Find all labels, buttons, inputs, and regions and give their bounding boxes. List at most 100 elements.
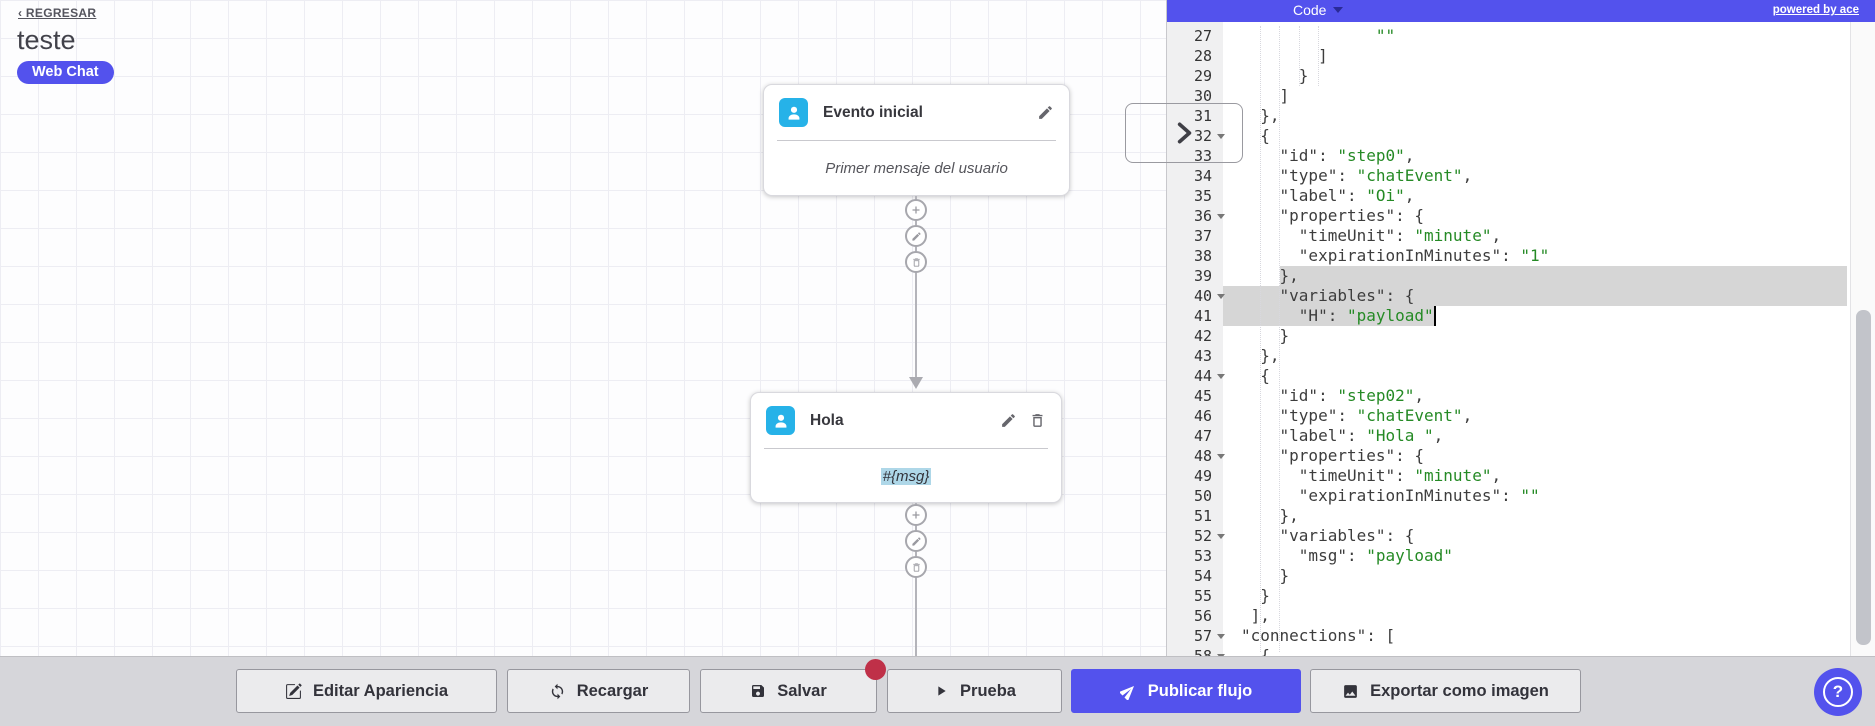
code-line[interactable]: ]: [1318, 46, 1328, 65]
salvar-button[interactable]: Salvar: [700, 659, 886, 713]
delete-connection-button[interactable]: [905, 556, 927, 578]
editor-scrollbar[interactable]: [1850, 22, 1875, 656]
flow-node-hola[interactable]: Hola #{msg}: [750, 392, 1062, 503]
collapse-code-panel-button[interactable]: [1125, 103, 1243, 163]
code-line[interactable]: "properties": {: [1279, 446, 1425, 465]
line-number[interactable]: 37: [1193, 227, 1212, 245]
line-number[interactable]: 34: [1193, 167, 1212, 185]
code-line[interactable]: },: [1260, 106, 1280, 125]
code-line[interactable]: "label": "Hola ",: [1279, 426, 1444, 445]
line-number[interactable]: 47: [1193, 427, 1212, 445]
line-number[interactable]: 30: [1193, 87, 1212, 105]
code-line[interactable]: }: [1298, 66, 1309, 85]
line-number[interactable]: 27: [1193, 27, 1212, 45]
code-line[interactable]: "connections": [: [1241, 626, 1396, 645]
edit-connection-button[interactable]: [905, 225, 927, 247]
fold-toggle-icon[interactable]: [1217, 214, 1225, 219]
flow-canvas[interactable]: ‹ REGRESAR teste Web Chat Evento inicial…: [0, 0, 1166, 726]
line-number[interactable]: 39: [1193, 267, 1212, 285]
line-number[interactable]: 28: [1193, 47, 1212, 65]
line-number[interactable]: 51: [1193, 507, 1212, 525]
add-step-button[interactable]: [905, 504, 927, 526]
line-number[interactable]: 48: [1193, 447, 1212, 465]
publicar-flujo-button[interactable]: Publicar flujo: [1071, 669, 1301, 713]
code-line[interactable]: }: [1279, 566, 1290, 585]
delete-node-icon[interactable]: [1029, 412, 1046, 429]
delete-connection-button[interactable]: [905, 251, 927, 273]
code-line[interactable]: "msg": "payload": [1298, 546, 1453, 565]
line-number[interactable]: 35: [1193, 187, 1212, 205]
line-number[interactable]: 31: [1193, 107, 1212, 125]
code-line[interactable]: },: [1279, 266, 1299, 285]
fold-toggle-icon[interactable]: [1217, 374, 1225, 379]
add-step-button[interactable]: [905, 199, 927, 221]
code-line[interactable]: {: [1260, 126, 1270, 145]
flow-node-evento-inicial[interactable]: Evento inicial Primer mensaje del usuari…: [763, 84, 1070, 196]
fold-toggle-icon[interactable]: [1217, 634, 1225, 639]
scrollbar-thumb[interactable]: [1856, 310, 1871, 645]
channel-badge: Web Chat: [17, 61, 114, 84]
line-number[interactable]: 53: [1193, 547, 1212, 565]
json-code-editor[interactable]: 27 28 29 30 31 32 33 34 35 36 37 38 39 40 41 42 43 44 45 46…: [1167, 22, 1875, 656]
exportar-como-imagen-button[interactable]: Exportar como imagen: [1310, 669, 1581, 713]
line-number-gutter[interactable]: 27 28 29 30 31 32 33 34 35 36 37 38 39 40 41 42 43 44 45 46…: [1167, 22, 1225, 656]
code-line[interactable]: "timeUnit": "minute",: [1298, 466, 1502, 485]
edit-node-icon[interactable]: [1037, 104, 1054, 121]
code-line[interactable]: {: [1260, 366, 1270, 385]
line-number[interactable]: 33: [1193, 147, 1212, 165]
line-number[interactable]: 40: [1193, 287, 1212, 305]
line-number[interactable]: 57: [1193, 627, 1212, 645]
code-line[interactable]: "timeUnit": "minute",: [1298, 226, 1502, 245]
line-number[interactable]: 32: [1193, 127, 1212, 145]
help-button[interactable]: ?: [1814, 668, 1862, 716]
line-number[interactable]: 36: [1193, 207, 1212, 225]
code-line[interactable]: "id": "step0",: [1279, 146, 1415, 165]
edit-node-icon[interactable]: [1000, 412, 1017, 429]
code-mode-dropdown[interactable]: Code: [1293, 2, 1344, 18]
code-line[interactable]: "variables": {: [1279, 526, 1415, 545]
code-line[interactable]: }: [1260, 586, 1270, 605]
line-number[interactable]: 52: [1193, 527, 1212, 545]
code-line[interactable]: "id": "step02",: [1279, 386, 1425, 405]
code-line[interactable]: "label": "Oi",: [1279, 186, 1415, 205]
code-line[interactable]: }: [1279, 326, 1290, 345]
line-number[interactable]: 49: [1193, 467, 1212, 485]
code-line[interactable]: "expirationInMinutes": "": [1298, 486, 1540, 505]
code-line[interactable]: "H": "payload": [1298, 306, 1436, 326]
code-line[interactable]: "variables": {: [1279, 286, 1415, 305]
code-line[interactable]: "": [1375, 26, 1396, 45]
line-number[interactable]: 55: [1193, 587, 1212, 605]
fold-toggle-icon[interactable]: [1217, 534, 1225, 539]
code-line[interactable]: "type": "chatEvent",: [1279, 166, 1473, 185]
code-line[interactable]: },: [1279, 506, 1299, 525]
line-number[interactable]: 45: [1193, 387, 1212, 405]
code-line[interactable]: },: [1260, 346, 1280, 365]
recargar-button[interactable]: Recargar: [507, 669, 690, 713]
line-number[interactable]: 50: [1193, 487, 1212, 505]
line-number[interactable]: 56: [1193, 607, 1212, 625]
line-number[interactable]: 43: [1193, 347, 1212, 365]
code-line[interactable]: "properties": {: [1279, 206, 1425, 225]
fold-toggle-icon[interactable]: [1217, 134, 1225, 139]
code-line[interactable]: ],: [1250, 606, 1270, 625]
fold-toggle-icon[interactable]: [1217, 294, 1225, 299]
edit-connection-button[interactable]: [905, 530, 927, 552]
line-number[interactable]: 41: [1193, 307, 1212, 325]
code-line[interactable]: ]: [1279, 86, 1290, 105]
code-line[interactable]: "expirationInMinutes": "1": [1298, 246, 1550, 265]
line-number[interactable]: 58: [1193, 647, 1212, 656]
prueba-button[interactable]: Prueba: [887, 669, 1062, 713]
line-number[interactable]: 44: [1193, 367, 1212, 385]
back-link[interactable]: ‹ REGRESAR: [18, 6, 97, 20]
fold-toggle-icon[interactable]: [1217, 654, 1225, 656]
code-line[interactable]: {: [1260, 646, 1270, 656]
line-number[interactable]: 54: [1193, 567, 1212, 585]
line-number[interactable]: 29: [1193, 67, 1212, 85]
line-number[interactable]: 42: [1193, 327, 1212, 345]
powered-by-ace-link[interactable]: powered by ace: [1772, 4, 1859, 16]
fold-toggle-icon[interactable]: [1217, 454, 1225, 459]
editar-apariencia-button[interactable]: Editar Apariencia: [236, 669, 497, 713]
code-line[interactable]: "type": "chatEvent",: [1279, 406, 1473, 425]
line-number[interactable]: 38: [1193, 247, 1212, 265]
line-number[interactable]: 46: [1193, 407, 1212, 425]
